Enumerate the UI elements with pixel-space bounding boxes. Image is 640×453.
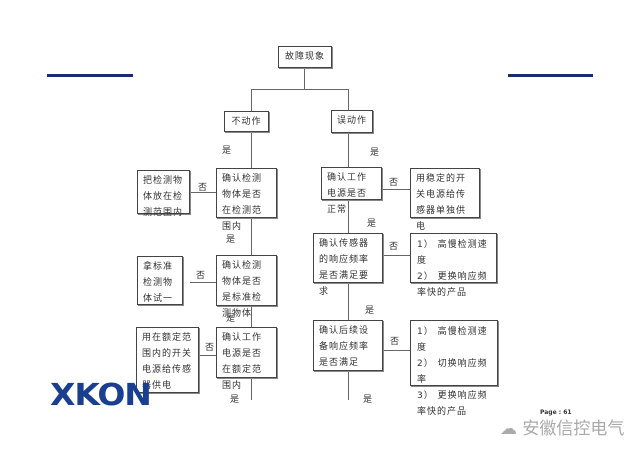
right-action-1: 用稳定的开关电源给传感器单独供电 [410,168,480,232]
yes-label: 是 [370,148,380,158]
yes-label: 是 [222,146,232,156]
accent-line-right [508,74,593,77]
yes-label: 是 [226,314,236,324]
left-check-1: 确认检测物体是否在检测范围内 [216,168,277,232]
connector [251,89,252,112]
yes-label: 是 [226,235,236,245]
yes-label: 是 [363,395,373,405]
yes-label: 是 [367,219,377,229]
connector [348,89,349,110]
action-item: 2） 切换响应频率 [417,359,488,385]
no-label: 否 [389,242,399,252]
no-label: 否 [390,337,400,347]
right-check-3: 确认后续设备响应频率是否满足 [313,320,383,371]
right-action-2: 1） 高慢检测速度 2） 更换响应频率快的产品 [410,233,497,298]
no-label: 否 [196,271,206,281]
right-action-3: 1） 高慢检测速度 2） 切换响应频率 3） 更换响应频率快的产品 [410,320,498,417]
left-check-2: 确认检测物体是否是标准检测物体 [216,255,277,319]
connector [382,189,410,190]
right-check-1: 确认工作电源是否正常 [321,167,382,215]
watermark: ☁ 安徽信控电气 [500,414,624,439]
action-item: 1） 高慢检测速度 [417,240,488,266]
action-item: 3） 更换响应频率快的产品 [417,391,488,417]
title-box: 故障现象 [278,46,332,68]
right-check-2: 确认传感器的响应频率是否满足要求 [313,233,383,297]
connector [199,355,216,356]
action-item: 1） 高慢检测速度 [417,327,488,353]
connector [383,350,410,351]
no-label: 否 [198,183,208,193]
no-label: 否 [389,178,399,188]
branch-no-action: 不动作 [224,111,269,132]
page-number: Page : 61 [540,409,572,416]
yes-label: 是 [230,395,240,405]
accent-line-left [47,74,133,77]
connector [304,68,305,89]
connector [190,192,216,193]
branch-false-action: 误动作 [331,110,373,133]
connector [383,255,410,256]
left-action-3: 用在额定范围内的开关电源给传感器供电 [136,327,199,393]
left-action-1: 把检测物体放在检测范围内 [137,170,190,218]
watermark-text: 安徽信控电气 [522,419,625,439]
no-label: 否 [205,343,215,353]
left-action-2: 拿标准检测物体试一 [137,256,183,305]
xkon-logo: XKON [50,378,152,413]
wechat-icon: ☁ [500,419,517,439]
action-item: 2） 更换响应频率快的产品 [417,272,488,298]
left-check-3: 确认工作电源是否在额定范围内 [216,327,277,391]
connector [251,89,349,90]
yes-label: 是 [365,306,375,316]
connector [190,282,216,283]
